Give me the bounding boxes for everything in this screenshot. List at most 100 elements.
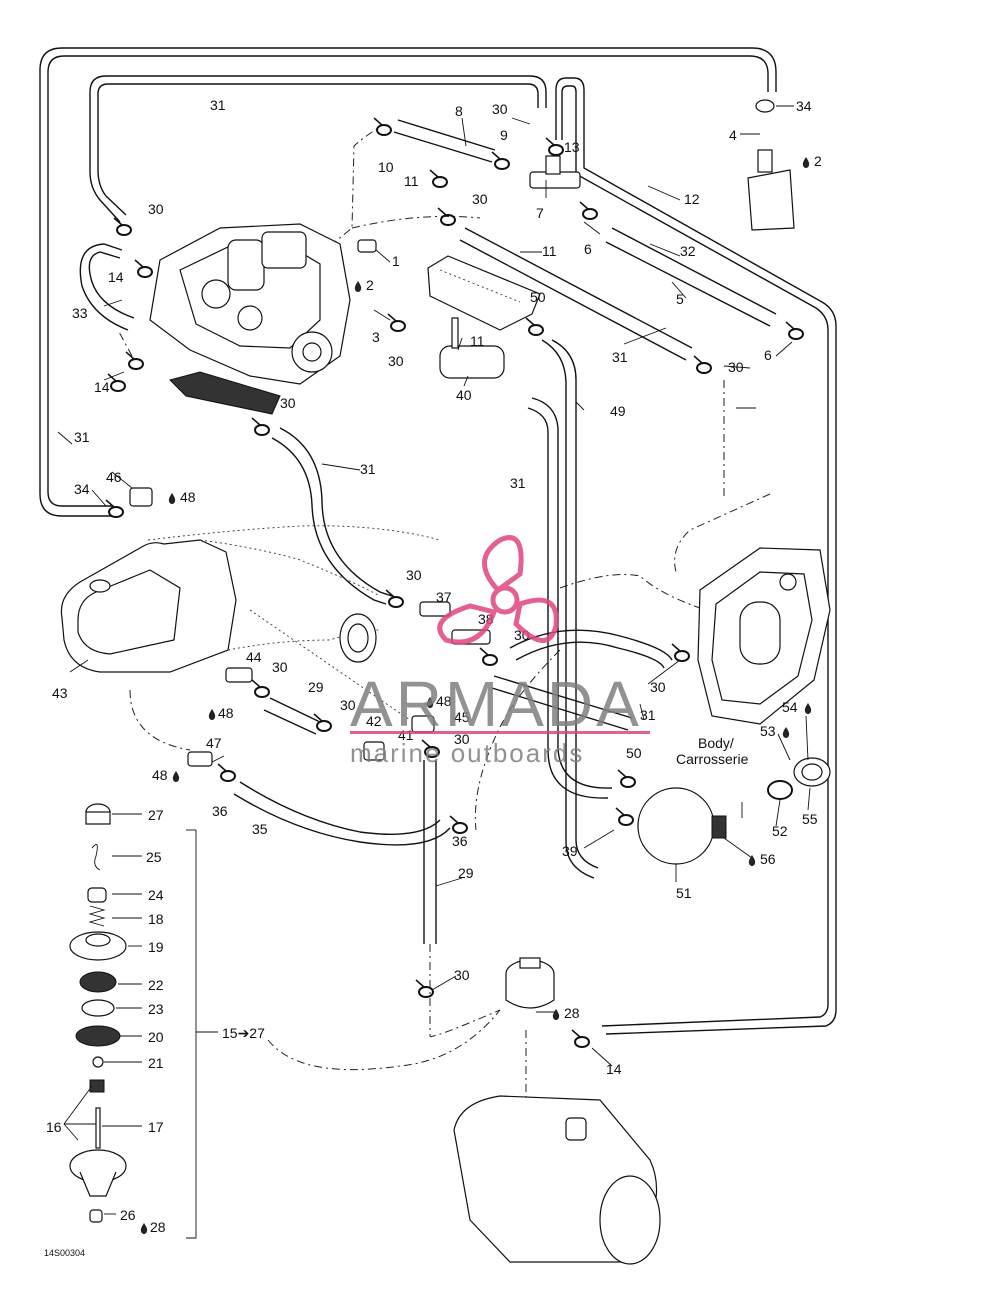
callout-31: 31 xyxy=(612,349,628,365)
expansion-tank xyxy=(637,787,727,865)
callout-18: 18 xyxy=(148,911,164,927)
callout-40: 40 xyxy=(456,387,472,403)
watermark-tagline: marine outboards xyxy=(350,738,584,768)
callout-30: 30 xyxy=(148,201,164,217)
callout-50: 50 xyxy=(530,289,546,305)
callout-32: 32 xyxy=(680,243,696,259)
engine-block xyxy=(149,223,351,415)
callout-10: 10 xyxy=(378,159,394,175)
callout-23: 23 xyxy=(148,1001,164,1017)
callout-44: 44 xyxy=(246,649,262,665)
callout-30: 30 xyxy=(272,659,288,675)
callout-26: 26 xyxy=(120,1207,136,1223)
callout-43: 43 xyxy=(52,685,68,701)
callout-42: 42 xyxy=(366,713,382,729)
callout-47: 47 xyxy=(206,735,222,751)
clamp-52 xyxy=(767,780,793,800)
callout-30: 30 xyxy=(388,353,404,369)
callout-48: 48 xyxy=(436,693,452,709)
callout-39: 39 xyxy=(562,843,578,859)
heat-exchanger-plate xyxy=(697,547,831,725)
callout-11: 11 xyxy=(404,173,419,189)
callout-29: 29 xyxy=(458,865,474,881)
callout-17: 17 xyxy=(148,1119,164,1135)
callout-37: 37 xyxy=(436,589,452,605)
callout-4: 4 xyxy=(729,127,737,143)
bracket-range-label: 15➔27 xyxy=(222,1025,265,1041)
coolant-reservoir xyxy=(505,957,555,1009)
callout-36: 36 xyxy=(212,803,228,819)
pump-exploded-stack xyxy=(63,803,218,1239)
valve-assembly xyxy=(439,317,505,379)
callout-7: 7 xyxy=(536,205,544,221)
watermark-brand: ARMADA xyxy=(350,668,642,740)
callout-2: 2 xyxy=(366,277,374,293)
figure-code: 14S00304 xyxy=(44,1248,85,1258)
callout-11: 11 xyxy=(470,333,485,349)
callout-31: 31 xyxy=(640,707,656,723)
water-box-housing xyxy=(60,539,381,673)
callout-25: 25 xyxy=(146,849,162,865)
callout-6: 6 xyxy=(584,241,592,257)
armada-watermark: ARMADA marine outboards xyxy=(350,535,650,768)
callout-34: 34 xyxy=(796,98,812,114)
callout-24: 24 xyxy=(148,887,164,903)
callout-31: 31 xyxy=(360,461,376,477)
callout-20: 20 xyxy=(148,1029,164,1045)
callout-30: 30 xyxy=(406,567,422,583)
callout-13: 13 xyxy=(564,139,580,155)
muffler xyxy=(453,1095,661,1265)
body-label-line1: Body/ xyxy=(698,735,734,751)
callout-48: 48 xyxy=(180,489,196,505)
callout-1: 1 xyxy=(392,253,400,269)
callout-34: 34 xyxy=(74,481,90,497)
callout-49: 49 xyxy=(610,403,626,419)
callout-54: 54 xyxy=(782,699,798,715)
propeller-logo-icon xyxy=(437,535,559,645)
body-label-line2: Carrosserie xyxy=(676,751,749,767)
callout-35: 35 xyxy=(252,821,268,837)
callout-2: 2 xyxy=(814,153,822,169)
callout-29: 29 xyxy=(308,679,324,695)
callout-11: 11 xyxy=(542,243,557,259)
callout-55: 55 xyxy=(802,811,818,827)
callout-16: 16 xyxy=(46,1119,62,1135)
callout-51: 51 xyxy=(676,885,692,901)
callout-45: 45 xyxy=(454,709,470,725)
callout-12: 12 xyxy=(684,191,700,207)
callout-9: 9 xyxy=(500,127,508,143)
callout-27: 27 xyxy=(148,807,164,823)
callout-leaders xyxy=(57,105,811,1067)
callout-30: 30 xyxy=(454,967,470,983)
callout-53: 53 xyxy=(760,723,776,739)
callout-30: 30 xyxy=(728,359,744,375)
flow-lines xyxy=(117,127,771,1110)
callout-5: 5 xyxy=(676,291,684,307)
filler-neck xyxy=(793,757,831,787)
callout-30: 30 xyxy=(340,697,356,713)
callout-21: 21 xyxy=(148,1055,164,1071)
callout-22: 22 xyxy=(148,977,164,993)
callout-48: 48 xyxy=(152,767,168,783)
callout-14: 14 xyxy=(606,1061,622,1077)
callout-30: 30 xyxy=(280,395,296,411)
t-fitting xyxy=(529,155,581,189)
thermostat-housing xyxy=(747,99,795,231)
callout-6: 6 xyxy=(764,347,772,363)
callout-labels: 34 4 2 31 8 30 9 13 10 11 7 12 30 30 6 1… xyxy=(44,97,822,1258)
callout-48: 48 xyxy=(218,705,234,721)
callout-50: 50 xyxy=(626,745,642,761)
callout-28: 28 xyxy=(150,1219,166,1235)
callout-31: 31 xyxy=(510,475,526,491)
callout-14: 14 xyxy=(108,269,124,285)
callout-36: 36 xyxy=(452,833,468,849)
callout-46: 46 xyxy=(106,469,122,485)
exhaust-manifold xyxy=(427,255,541,331)
callout-19: 19 xyxy=(148,939,164,955)
callout-31: 31 xyxy=(210,97,226,113)
callout-56: 56 xyxy=(760,851,776,867)
callout-8: 8 xyxy=(455,103,463,119)
callout-52: 52 xyxy=(772,823,788,839)
callout-14: 14 xyxy=(94,379,110,395)
